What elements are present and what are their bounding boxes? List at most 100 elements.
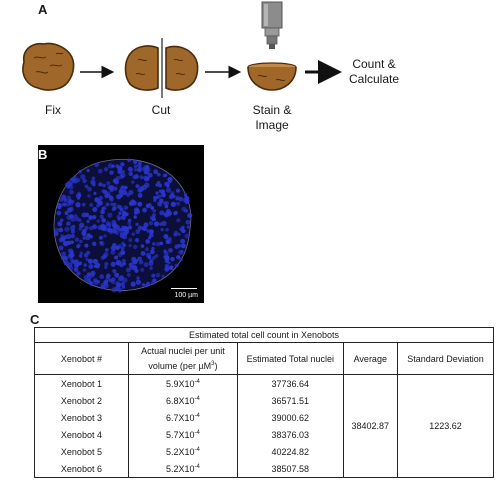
- nucleus-dot: [115, 245, 120, 250]
- nucleus-dot: [137, 192, 143, 198]
- panel-a-diagram: [22, 1, 342, 98]
- nucleus-dot: [170, 201, 177, 207]
- nucleus-dot: [165, 187, 172, 193]
- nucleus-dot: [79, 239, 83, 244]
- nucleus-dot: [133, 244, 138, 250]
- nucleus-dot: [122, 277, 128, 283]
- nucleus-dot: [117, 287, 123, 293]
- nucleus-dot: [122, 188, 127, 192]
- nucleus-dot: [145, 239, 151, 244]
- nucleus-dot: [127, 221, 132, 226]
- nucleus-dot: [182, 198, 187, 203]
- nucleus-dot: [84, 184, 89, 189]
- nucleus-dot: [117, 169, 123, 175]
- nucleus-dot: [148, 229, 154, 235]
- nucleus-dot: [131, 232, 135, 236]
- nucleus-dot: [88, 281, 94, 286]
- nucleus-dot: [141, 226, 146, 231]
- nucleus-dot: [153, 169, 159, 175]
- fix-xenobot-icon: [22, 42, 75, 91]
- nucleus-dot: [79, 251, 84, 256]
- nucleus-dot: [73, 267, 79, 272]
- microscope-icon: [261, 1, 283, 49]
- table-row: Xenobot 5 5.2X10-4 40224.82: [34, 443, 494, 460]
- nucleus-dot: [155, 272, 161, 278]
- nucleus-dot: [99, 235, 103, 240]
- nucleus-dot: [133, 215, 137, 219]
- nucleus-dot: [118, 211, 122, 216]
- nucleus-dot: [100, 209, 105, 215]
- nucleus-dot: [115, 164, 120, 169]
- nucleus-dot: [156, 172, 161, 177]
- nucleus-dot: [145, 247, 149, 252]
- nucleus-dot: [93, 191, 97, 196]
- nucleus-dot: [128, 238, 133, 242]
- nucleus-dot: [155, 191, 159, 195]
- nucleus-dot: [104, 193, 110, 199]
- nucleus-dot: [113, 179, 120, 185]
- panel-a-label: A: [38, 2, 48, 17]
- nucleus-dot: [168, 265, 174, 271]
- nucleus-dot: [176, 201, 180, 206]
- nucleus-dot: [181, 225, 185, 230]
- nucleus-dot: [183, 193, 188, 197]
- nucleus-dot: [109, 188, 114, 193]
- nucleus-dot: [69, 189, 74, 195]
- nucleus-dot: [132, 175, 137, 180]
- nucleus-dot: [82, 178, 87, 184]
- nucleus-dot: [106, 181, 111, 186]
- header-actual-nuclei: Actual nuclei per unit volume (per µM3): [127, 342, 238, 375]
- nucleus-dot: [103, 251, 109, 258]
- nucleus-dot: [111, 219, 117, 225]
- nucleus-dot: [184, 233, 190, 239]
- nucleus-dot: [133, 164, 138, 169]
- nucleus-dot: [185, 219, 191, 225]
- nucleus-dot: [167, 176, 173, 183]
- nucleus-dot: [85, 257, 89, 262]
- nucleus-dot: [60, 255, 65, 260]
- nucleus-dot: [143, 262, 149, 268]
- nucleus-dot: [80, 174, 86, 180]
- nucleus-dot: [123, 205, 129, 210]
- nucleus-dot: [178, 249, 184, 255]
- nucleus-dot: [155, 241, 161, 247]
- step-label-fix: Fix: [45, 103, 61, 117]
- nucleus-dot: [165, 239, 170, 245]
- nucleus-dot: [60, 234, 65, 239]
- nucleus-dot: [119, 193, 124, 198]
- nucleus-dot: [126, 272, 131, 277]
- nucleus-dot: [148, 260, 154, 266]
- nucleus-dot: [91, 241, 97, 247]
- nucleus-dot: [118, 189, 124, 195]
- nucleus-dot: [163, 173, 168, 177]
- nucleus-dot: [79, 222, 85, 228]
- nucleus-dot: [61, 251, 67, 257]
- nucleus-dot: [178, 196, 183, 202]
- nucleus-dot: [163, 233, 169, 240]
- nucleus-dot: [58, 227, 64, 233]
- nucleus-dot: [187, 212, 193, 219]
- nucleus-dot: [90, 270, 96, 276]
- nucleus-dot: [147, 172, 153, 178]
- nucleus-dot: [139, 175, 144, 180]
- step-label-calculate: Calculate: [348, 72, 400, 86]
- nucleus-dot: [163, 255, 167, 259]
- nucleus-dot: [65, 201, 71, 207]
- nucleus-dot: [138, 259, 144, 265]
- cut-xenobot-icon: [124, 38, 199, 98]
- header-average: Average: [342, 342, 398, 375]
- nucleus-dot: [105, 276, 110, 281]
- step-label-stain: Stain &: [252, 103, 292, 117]
- nucleus-dot: [107, 163, 114, 169]
- nucleus-dot: [145, 283, 149, 287]
- nucleus-dot: [94, 162, 100, 168]
- nucleus-dot: [177, 243, 182, 248]
- nucleus-dot: [110, 202, 114, 207]
- nucleus-dot: [143, 222, 149, 228]
- nucleus-dot: [121, 258, 126, 263]
- header-std: Standard Deviation: [396, 342, 495, 375]
- nucleus-dot: [90, 179, 96, 185]
- table-row: Xenobot 2 6.8X10-4 36571.51: [34, 392, 494, 409]
- nucleus-dot: [158, 198, 164, 204]
- nucleus-dot: [152, 208, 157, 213]
